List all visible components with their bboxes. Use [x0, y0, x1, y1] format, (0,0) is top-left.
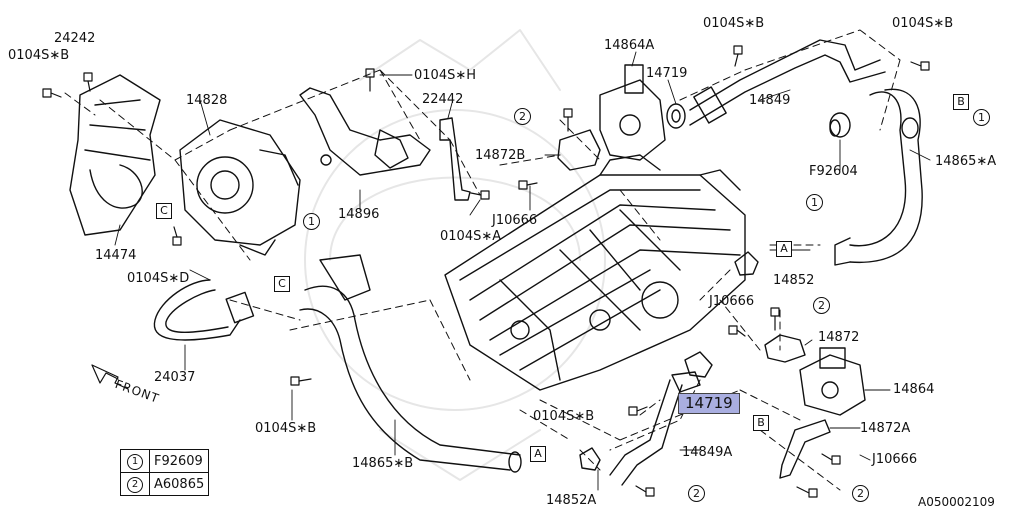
label-0104sd: 0104S∗D [127, 271, 190, 286]
legend-code: F92609 [148, 449, 210, 473]
label-j10666-bottom-right: J10666 [872, 452, 918, 467]
gasket-14852a [579, 447, 601, 471]
label-14719-top: 14719 [646, 66, 688, 81]
pipe-14849 [689, 39, 886, 126]
engine-head-assembly [444, 154, 746, 391]
valve-14864 [799, 347, 866, 416]
legend-code: A60865 [148, 472, 210, 496]
legend-table: 1 F92609 2 A60865 [120, 449, 210, 496]
solid-leader-lines [114, 51, 931, 491]
gasket-14852 [734, 251, 759, 276]
label-0104sh: 0104S∗H [414, 68, 477, 83]
label-14872: 14872 [818, 330, 860, 345]
ref-circle-1-clamp: 1 [806, 194, 823, 211]
label-j10666-mid: J10666 [492, 213, 538, 228]
label-0104sb-top-right: 0104S∗B [892, 16, 954, 31]
clamp-f92604 [829, 112, 851, 138]
legend-circle-1: 1 [127, 453, 143, 470]
legend-row: 1 F92609 [120, 449, 210, 473]
ref-circle-2-bottom: 2 [688, 485, 705, 502]
label-14896: 14896 [338, 207, 380, 222]
diagram-code: A050002109 [918, 495, 995, 509]
valve-14864a [599, 64, 666, 161]
legend-row: 2 A60865 [120, 472, 210, 496]
label-0104sb-bottom-left: 0104S∗B [255, 421, 317, 436]
ref-circle-1-top-right: 1 [973, 109, 990, 126]
label-14719-highlighted[interactable]: 14719 [678, 393, 740, 414]
ref-box-a-right: A [776, 241, 792, 257]
label-0104sb-mid: 0104S∗B [533, 409, 595, 424]
legend-circle-2: 2 [127, 476, 143, 493]
pipe-14849a [609, 371, 701, 486]
ref-box-b-top: B [953, 94, 969, 110]
front-arrow [91, 364, 129, 390]
watermark-emblem [304, 29, 606, 481]
label-14864: 14864 [893, 382, 935, 397]
label-14828: 14828 [186, 93, 228, 108]
hose-14865b [299, 254, 522, 473]
ref-box-c-mid: C [274, 276, 290, 292]
heat-shield-14474 [69, 74, 161, 236]
label-14852: 14852 [773, 273, 815, 288]
label-14474: 14474 [95, 248, 137, 263]
label-14872b: 14872B [475, 148, 526, 163]
hose-24037 [153, 279, 255, 341]
label-j10666-right: J10666 [709, 294, 755, 309]
ref-circle-2-right: 2 [813, 297, 830, 314]
ref-circle-2-top: 2 [514, 108, 531, 125]
label-14849: 14849 [749, 93, 791, 108]
label-f92604: F92604 [809, 164, 858, 179]
ref-box-a-bottom: A [530, 446, 546, 462]
ref-circle-1-left: 1 [303, 213, 320, 230]
hose-14865a [834, 88, 923, 266]
bracket-14872b [557, 129, 601, 171]
label-24242: 24242 [54, 31, 96, 46]
air-pump-14828 [179, 119, 301, 256]
bolts [42, 45, 930, 498]
label-0104sb-top-center: 0104S∗B [703, 16, 765, 31]
ref-box-c-left: C [156, 203, 172, 219]
label-22442: 22442 [422, 92, 464, 107]
gasket-14719-lower [684, 351, 713, 378]
bracket-22442 [439, 117, 471, 201]
ref-box-b-bottom: B [753, 415, 769, 431]
ref-circle-2-bottom-right: 2 [852, 485, 869, 502]
label-0104sa: 0104S∗A [440, 229, 502, 244]
bracket-14872a [779, 419, 831, 479]
bracket-14872 [764, 334, 806, 363]
label-14849a: 14849A [682, 445, 733, 460]
bracket-14896 [299, 87, 431, 176]
label-14865b: 14865∗B [352, 456, 414, 471]
label-14872a: 14872A [860, 421, 911, 436]
label-14852a: 14852A [546, 493, 597, 508]
label-14865a: 14865∗A [935, 154, 997, 169]
label-0104sb-top-left: 0104S∗B [8, 48, 70, 63]
label-24037: 24037 [154, 370, 196, 385]
gasket-14719-top [666, 103, 686, 129]
label-14864a: 14864A [604, 38, 655, 53]
